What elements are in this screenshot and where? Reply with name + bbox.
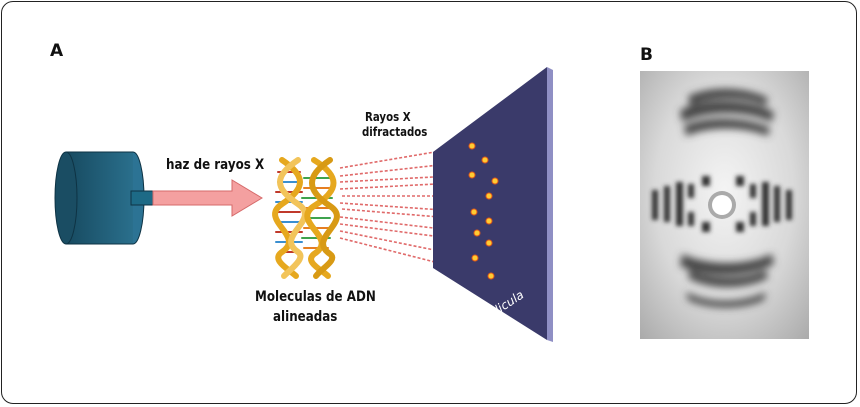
panel-label-b: B xyxy=(640,45,653,65)
panel-label-a: A xyxy=(50,41,64,61)
diffracted-label-line2: difractados xyxy=(362,125,428,139)
beam-label: haz de rayos X xyxy=(166,157,265,173)
film-plate xyxy=(433,67,553,342)
diffraction-spots xyxy=(468,142,499,280)
xray-source-icon xyxy=(54,151,154,245)
xray-beam-arrow xyxy=(152,179,263,217)
diffracted-label-line1: Rayos X xyxy=(365,110,411,124)
diffraction-photograph xyxy=(640,71,809,339)
dna-molecules-icon xyxy=(272,157,340,279)
molecules-label-line2: alineadas xyxy=(273,309,338,325)
molecules-label-line1: Moleculas de ADN xyxy=(255,289,376,305)
